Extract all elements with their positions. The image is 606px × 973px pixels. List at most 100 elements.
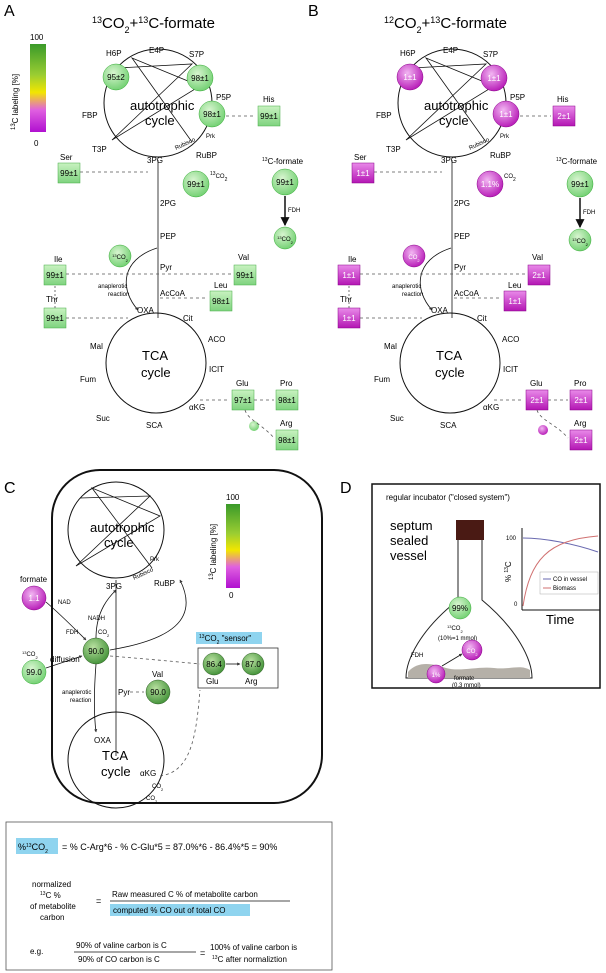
b-tca-label: TCA [436,348,462,363]
arg-link [244,409,275,439]
example-denominator: 90% of CO carbon is C [78,955,160,964]
s7p-node [186,64,214,92]
b-thr-label: Thr [340,295,352,304]
reaction-label: reaction [108,292,129,298]
sca-label: SCA [146,421,163,430]
c-pyr-label: Pyr [118,688,130,697]
b-formate-node [566,170,594,198]
c-glu-value: 86.4 [206,660,222,669]
b-s7p-node [480,64,508,92]
formate-value: 99±1 [276,178,294,187]
b-co2-label: CO2 [504,174,516,183]
b-leu-value: 1±1 [508,297,522,306]
b-h6p-label: H6P [400,49,416,58]
panel-a: A 13CO2+13C-formate 100 0 13C labeling [… [4,3,304,451]
c-arg-label: Arg [245,677,257,686]
leu-label: Leu [214,281,227,290]
c-akg-label: αKG [140,769,156,778]
c-formate-node [21,585,47,611]
b-formate-value: 99±1 [571,180,589,189]
b-autotrophic-label: autotrophic [424,98,489,113]
b-anaplerotic-label: anaplerotic [392,284,421,290]
norm-denominator: computed % CO out of total CO [113,906,226,915]
c-co2-value: 90.0 [88,647,104,656]
b-formate-co2-node [568,228,592,252]
inset-x-label: Time [546,612,574,627]
arg-co2-node [249,421,259,431]
colorbar: 100 0 13C labeling [%] [11,33,46,148]
c-sensor-label: 13CO2 "sensor" [199,634,251,646]
cycle-label: cycle [145,113,175,128]
example-result-1: 100% of valine carbon is [210,943,297,952]
ser-label: Ser [60,153,73,162]
formate-co2-label: 13CO2 [277,235,293,245]
b-oxa-label: OXA [431,306,449,315]
b-anaplerotic-co2-label: CO2 [408,255,420,263]
his-label: His [263,95,275,104]
b-h6p-value: 1±1 [403,73,417,82]
c-colorbar-min: 0 [229,591,234,600]
c-arg-value: 87.0 [245,660,261,669]
glu-value: 97±1 [234,396,252,405]
b-fbp-label: FBP [376,111,392,120]
h6p-node [102,63,130,91]
legend-co2-label: CO in vessel [553,577,587,583]
b-arg-co2-node [538,425,548,435]
b-anaplerotic-co2-node [402,244,426,268]
h6p-value: 95±2 [107,73,125,82]
b-p5p-node [492,100,520,128]
c-tca-label: TCA [102,748,128,763]
t3p-label: T3P [92,145,107,154]
c-co2-rubisco-arrow [109,579,187,651]
b-mal-label: Mal [384,342,397,351]
panel-a-title: 13CO2+13C-formate [92,15,215,35]
icit-label: ICIT [209,365,224,374]
thr-value: 99±1 [46,314,64,323]
b-aco-label: ACO [502,335,519,344]
vessel-co2-bubble [461,639,483,661]
fdh-label: FDH [288,208,300,214]
b-ile-label: Ile [348,255,357,264]
inset-y-tick: 100 [506,536,517,542]
b-his-node [552,105,576,127]
norm-label-2: 13C % [40,891,61,900]
c-colorbar-label: 13C labeling [%] [209,524,218,580]
tca-label: TCA [142,348,168,363]
c-co2-fixation-arrow [95,589,117,639]
c-akg-glu-link [159,689,201,777]
c-tca-cycle-circle [67,711,165,809]
b-e4p-label: E4P [443,46,458,55]
b-p5p-label: P5P [510,93,525,102]
b-3pg-label: 3PG [441,156,457,165]
b-ile-value: 1±1 [342,271,356,280]
suc-label: Suc [96,414,110,423]
c-colorbar: 100 0 13C labeling [%] [209,493,240,600]
s7p-label: S7P [189,50,204,59]
colorbar-max: 100 [30,33,44,42]
accoa-label: AcCoA [160,289,186,298]
anaplerotic-co2-node [108,244,132,268]
norm-label-4: carbon [40,913,64,922]
b-co2-value: 1.1% [481,180,499,189]
val-value: 99±1 [236,271,254,280]
vessel-fdh-arrow [441,653,463,667]
leu-value: 98±1 [212,297,230,306]
autotrophic-internal-lines [111,57,201,143]
arg-label: Arg [280,419,292,428]
mal-label: Mal [90,342,103,351]
pro-label: Pro [280,379,293,388]
ser-node [57,162,81,184]
s7p-value: 98±1 [191,74,209,83]
norm-denominator-highlight [110,904,250,916]
b-formate-co2-label: 13CO2 [572,237,588,247]
h6p-label: H6P [106,49,122,58]
b-his-label: His [557,95,569,104]
panel-b: B 12CO2+13C-formate autotrophic cycle H6… [308,3,598,451]
vessel-fdh-label: FDH [411,653,423,659]
vessel-label: vessel [390,548,427,563]
formate-co2-node [273,226,297,250]
c-sensor-box [197,647,279,689]
c-val-label: Val [152,670,163,679]
c-ext-co2-label: 13CO2 [22,650,38,660]
b-pep-label: PEP [454,232,470,241]
